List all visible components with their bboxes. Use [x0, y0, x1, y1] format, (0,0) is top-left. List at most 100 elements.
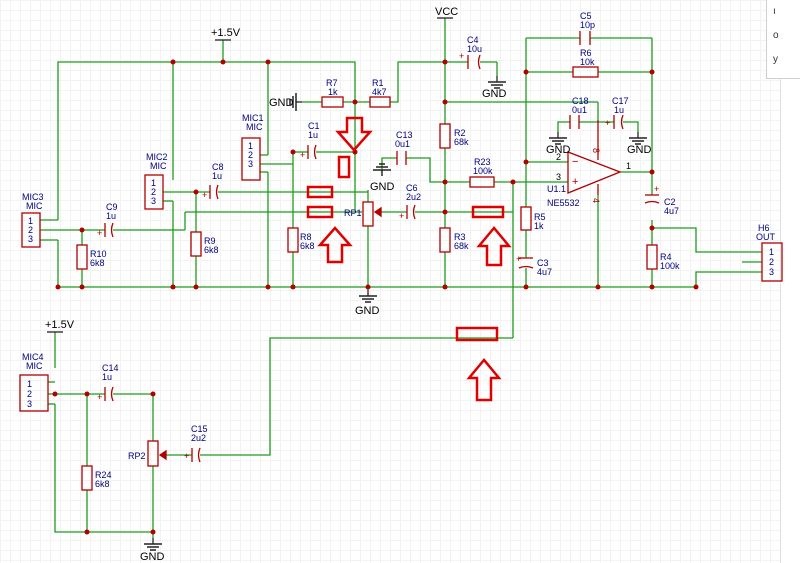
- value-label: 4u7: [664, 206, 679, 216]
- ref-label: R9: [204, 236, 216, 246]
- value-label: 6k8: [95, 479, 110, 489]
- ref-label: C15: [191, 424, 208, 434]
- pot-body-rp1: [362, 201, 374, 227]
- pin-number: 2: [556, 152, 561, 162]
- value-label: 6k8: [90, 258, 105, 268]
- power-label-plus15: +1.5V: [211, 27, 241, 39]
- value-label: 0u1: [572, 105, 587, 115]
- value-label: 1u: [106, 211, 116, 221]
- ref-label: U1.1: [547, 184, 566, 194]
- resistor-body-r8: [287, 227, 299, 253]
- plus-sign: +: [516, 254, 521, 264]
- wires: [40, 18, 762, 538]
- resistor-body-r23: [469, 176, 495, 188]
- ref-label: C13: [396, 130, 413, 140]
- pin-number: 1: [769, 247, 774, 257]
- ref-label: C9: [106, 202, 118, 212]
- power-label-gnd: GND: [269, 97, 294, 109]
- pin-number: 1: [248, 141, 253, 151]
- value-label: 2u2: [406, 192, 421, 202]
- pin-number: 3: [151, 196, 156, 206]
- highlight-box: [455, 326, 499, 342]
- ref-label: R24: [95, 470, 112, 480]
- cap-plate: [197, 447, 201, 463]
- ref-label: MIC2: [146, 152, 168, 162]
- ref-label: R8: [300, 232, 312, 242]
- connector-mic2: [144, 174, 164, 210]
- ref-label: RP2: [128, 451, 146, 461]
- plus-sign: +: [97, 228, 102, 238]
- connector-mic1: [241, 137, 261, 181]
- side-panel-item[interactable]: ı: [773, 6, 776, 17]
- value-label: 100k: [473, 166, 493, 176]
- value-label: 10p: [580, 20, 595, 30]
- value-label: MIC: [150, 161, 167, 171]
- resistor-body-r3: [439, 227, 451, 253]
- cap-plate: [110, 222, 114, 238]
- pin-number: 2: [769, 257, 774, 267]
- cap-plate: [313, 144, 317, 160]
- pin-number: 3: [556, 172, 561, 182]
- pin-number: 1: [626, 161, 631, 171]
- ref-label: R23: [474, 157, 491, 167]
- arrow-up-icon: [466, 358, 502, 402]
- value-label: 6k8: [204, 245, 219, 255]
- side-panel[interactable]: ı o y: [766, 0, 800, 79]
- plus-sign: +: [97, 392, 102, 402]
- pin-number: 2: [151, 187, 156, 197]
- cap-plate: [215, 184, 219, 200]
- side-panel-item[interactable]: o: [773, 30, 779, 41]
- value-label: 0u1: [395, 139, 410, 149]
- ref-label: C2: [664, 197, 676, 207]
- value-label: 4u7: [537, 267, 552, 277]
- highlight-box: [337, 155, 351, 179]
- value-label: 4k7: [372, 87, 387, 97]
- pin-number: 2: [248, 150, 253, 160]
- plus-sign: +: [202, 190, 207, 200]
- ref-label: R10: [90, 249, 107, 259]
- value-label: OUT: [756, 232, 776, 242]
- side-panel-item[interactable]: y: [773, 54, 778, 65]
- resistor-body-r9: [190, 231, 202, 257]
- connector-h6: [761, 242, 783, 282]
- labels: +1.5V VCC +1.5V GND GND GND GND GND GND …: [22, 6, 776, 563]
- pin-number: 1: [27, 379, 32, 389]
- cap-plate: [477, 54, 481, 70]
- ref-label: C8: [212, 162, 224, 172]
- ref-label: R4: [660, 252, 672, 262]
- value-label: 1u: [102, 372, 112, 382]
- cap-plate: [110, 386, 114, 402]
- pin-number: 3: [769, 267, 774, 277]
- resistor-body-r10: [76, 244, 88, 270]
- highlight-box: [471, 205, 505, 219]
- value-label: 10k: [580, 57, 595, 67]
- value-label: 68k: [454, 241, 469, 251]
- ref-label: R5: [534, 212, 546, 222]
- connector-mic3: [21, 212, 41, 248]
- cap-plate: [620, 114, 624, 130]
- resistor-body-r4: [646, 244, 658, 270]
- ref-label: R1: [372, 78, 384, 88]
- resistor-body-r6: [572, 66, 599, 78]
- value-label: NE5532: [547, 198, 580, 208]
- ref-label: C18: [572, 96, 589, 106]
- value-label: 2u2: [191, 433, 206, 443]
- cap-plate: [644, 200, 660, 204]
- plus-sign: +: [605, 118, 610, 128]
- value-label: 10u: [467, 44, 482, 54]
- power-flags: [47, 17, 453, 333]
- ref-label: MIC1: [242, 113, 264, 123]
- power-label-gnd: GND: [140, 551, 165, 563]
- arrow-down-icon: [335, 116, 373, 152]
- pin-number: 8: [591, 148, 601, 153]
- value-label: MIC: [246, 122, 263, 132]
- value-label: 6k8: [300, 241, 315, 251]
- ref-label: C4: [467, 35, 479, 45]
- plus-sign: +: [300, 150, 305, 160]
- power-label-gnd: GND: [482, 88, 507, 100]
- junctions: [52, 59, 699, 535]
- connector-mic4: [19, 374, 49, 412]
- resistor-body-r2: [439, 123, 451, 149]
- component-bodies: [19, 31, 783, 491]
